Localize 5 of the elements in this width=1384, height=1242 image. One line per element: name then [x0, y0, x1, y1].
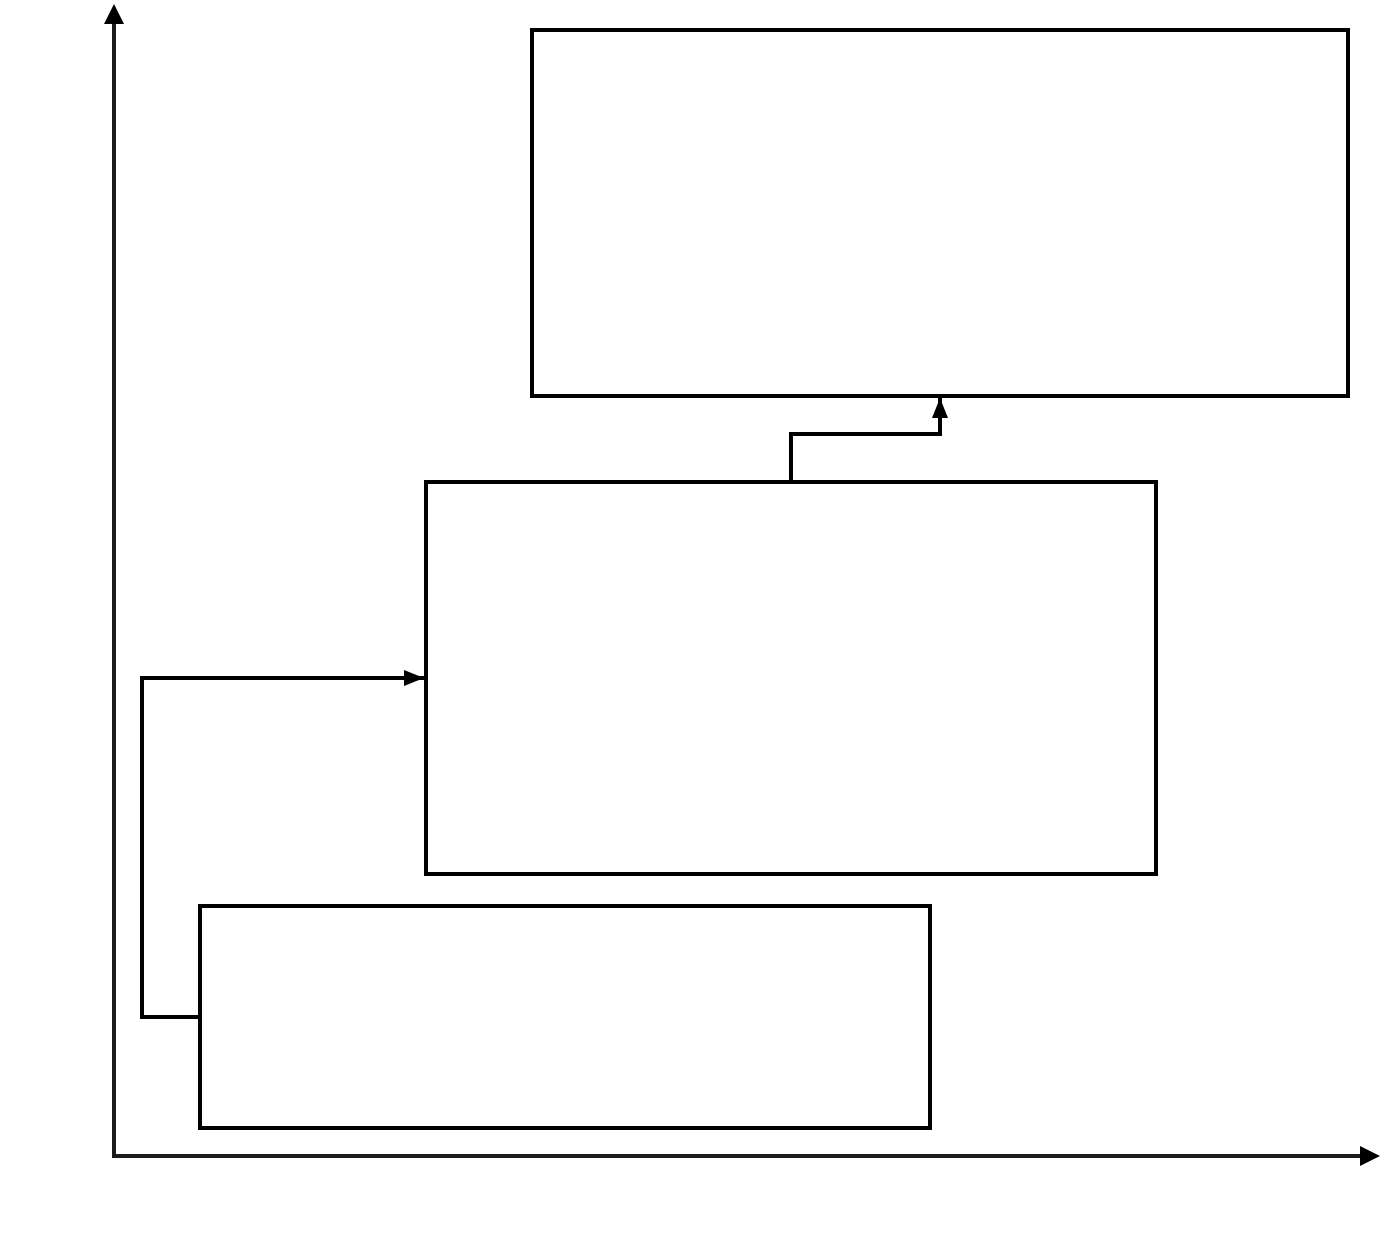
elbow-arrow — [789, 398, 948, 480]
rectangle — [424, 480, 1158, 876]
elbow-arrow — [140, 670, 424, 1019]
rectangle — [198, 904, 932, 1130]
rectangle — [530, 28, 1350, 398]
